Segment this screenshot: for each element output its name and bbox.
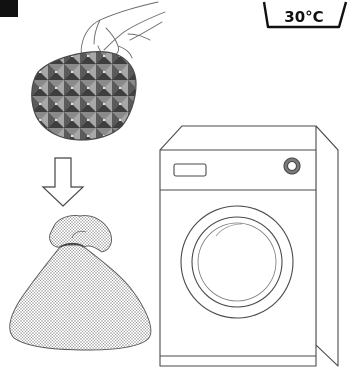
wash-temperature: 30°C bbox=[284, 8, 323, 26]
wash-tub-icon: 30°C bbox=[264, 2, 346, 27]
washing-machine-icon bbox=[160, 126, 338, 366]
down-arrow-icon bbox=[43, 158, 83, 206]
textured-pad-icon bbox=[32, 52, 136, 140]
corner-block bbox=[0, 0, 18, 17]
laundry-bag-icon bbox=[10, 215, 151, 350]
